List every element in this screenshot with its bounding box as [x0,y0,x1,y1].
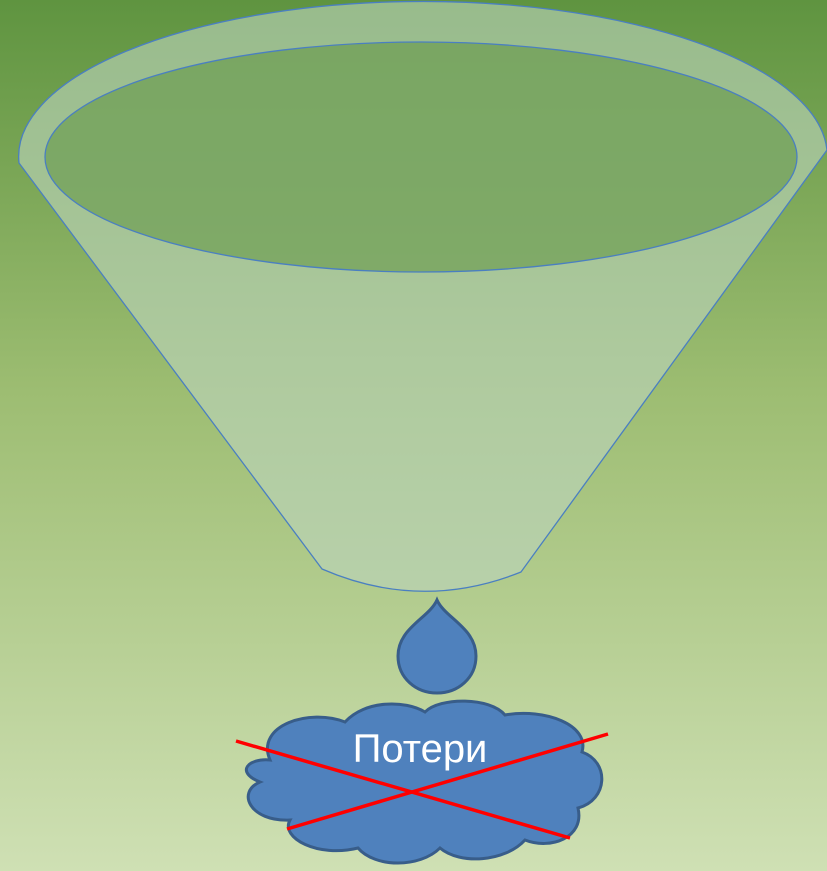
cloud-icon [246,701,601,863]
cloud-label: Потери [353,727,488,771]
funnel-mouth [45,42,797,272]
